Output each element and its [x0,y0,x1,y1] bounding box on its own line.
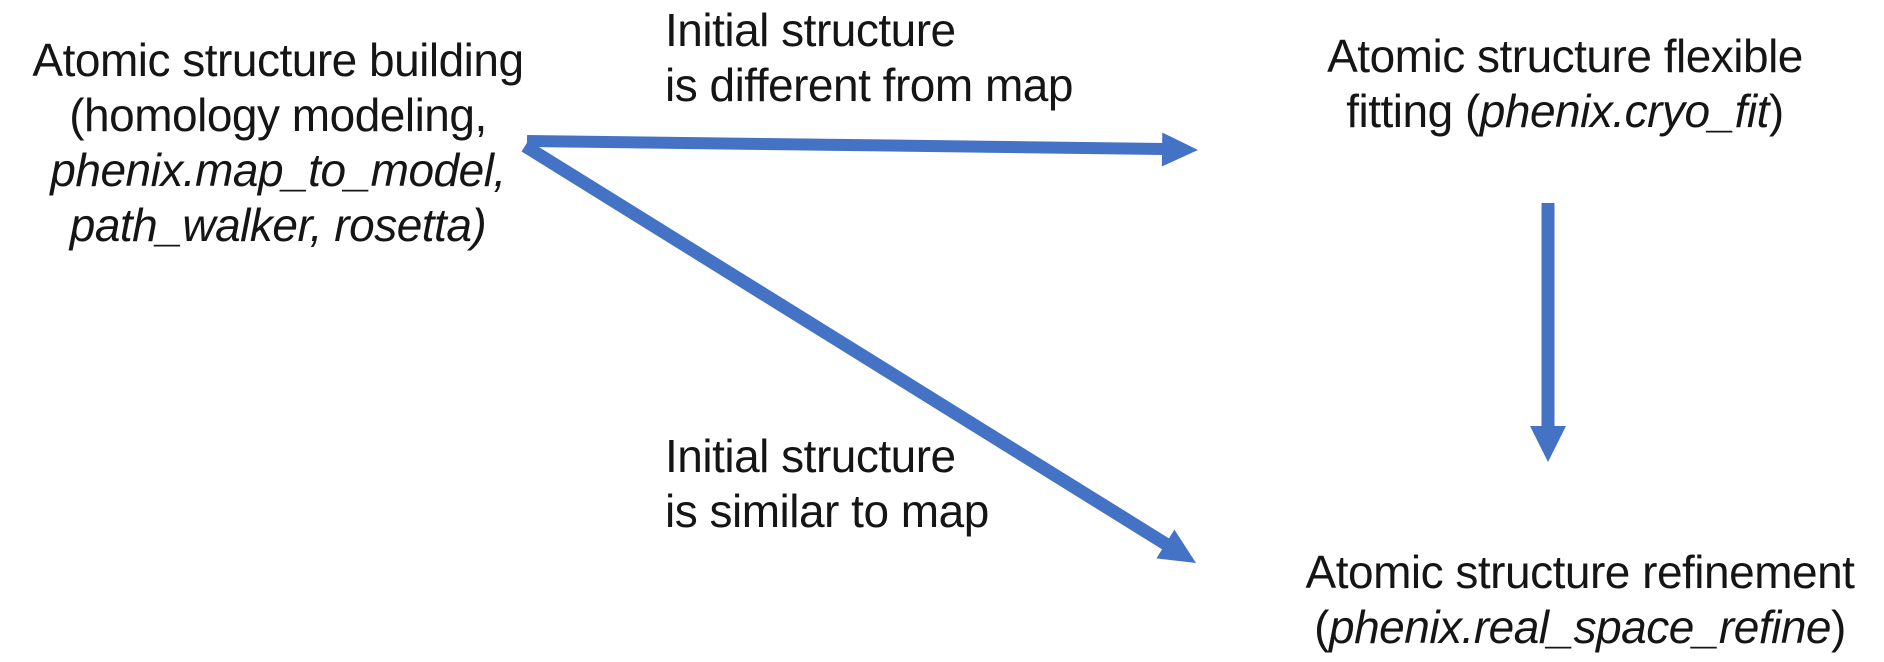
node-atomic-structure-refinement: Atomic structure refinement(phenix.real_… [1270,545,1884,655]
arrow-flexible-fitting-to-refinement [1530,203,1566,462]
text-line: phenix.map_to_model, [50,144,506,196]
text-line: is different from map [665,59,1073,111]
text-line: fitting (phenix.cryo_fit) [1346,85,1784,137]
text-line: is similar to map [665,485,989,537]
text-line: (phenix.real_space_refine) [1314,601,1846,653]
arrow-building-to-flexible-fitting [526,132,1198,167]
text-line: path_walker, rosetta) [69,199,487,251]
node-atomic-structure-building: Atomic structure building(homology model… [8,33,548,253]
text-line: Atomic structure refinement [1305,546,1855,598]
text-line: Atomic structure building [32,34,524,86]
text-line: Atomic structure flexible [1327,30,1803,82]
text-line: Initial structure [665,430,956,482]
arrow-building-to-refinement [521,140,1196,563]
text-line: (homology modeling, [69,89,487,141]
text-line: Initial structure [665,4,956,56]
